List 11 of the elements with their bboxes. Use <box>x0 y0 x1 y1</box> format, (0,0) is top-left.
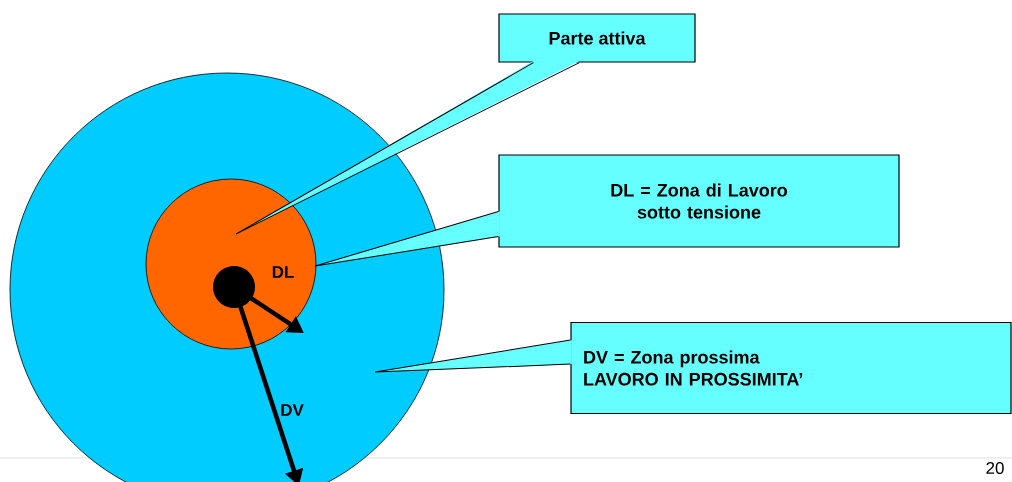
callout-box: DL = Zona di Lavoro sotto tensione <box>498 154 900 248</box>
page-number: 20 <box>986 462 1004 475</box>
callout-box: DV = Zona prossima LAVORO IN PROSSIMITA’ <box>570 321 1012 415</box>
leader-line <box>235 61 580 235</box>
leader-line <box>374 339 572 373</box>
radius-label: DV <box>281 404 304 416</box>
center-dot <box>213 266 255 308</box>
zone-circle <box>145 178 317 350</box>
radius-label: DL <box>272 266 294 278</box>
callout-box: Parte attiva <box>498 13 696 63</box>
leader-line <box>314 211 500 267</box>
